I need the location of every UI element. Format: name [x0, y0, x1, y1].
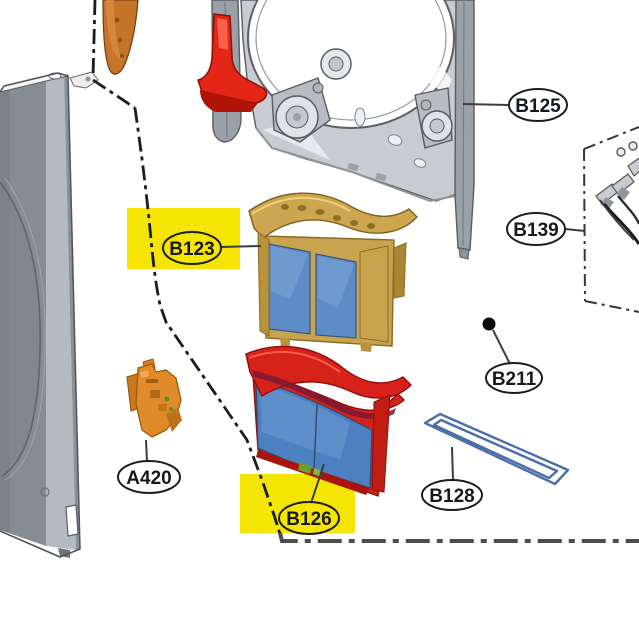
callout-a420[interactable]: A420	[117, 439, 181, 494]
part-label-a420[interactable]: A420	[126, 468, 171, 489]
callout-b139[interactable]: B139	[506, 212, 586, 246]
gold-duct-drawing	[248, 192, 418, 352]
orange-strip-drawing	[102, 0, 139, 75]
part-label-b123[interactable]: B123	[169, 239, 214, 260]
part-label-b211[interactable]: B211	[492, 369, 537, 390]
red-bracket-drawing	[197, 13, 268, 112]
callout-b128[interactable]: B128	[421, 446, 483, 511]
callout-b125[interactable]: B125	[462, 88, 568, 122]
latch-part-drawing	[126, 358, 182, 438]
callout-b123[interactable]: B123	[162, 231, 262, 265]
part-label-b126[interactable]: B126	[286, 509, 331, 530]
front-frame-drawing	[197, 0, 475, 260]
part-label-b125[interactable]: B125	[515, 96, 561, 117]
red-duct-drawing	[245, 345, 412, 497]
part-label-b128[interactable]: B128	[429, 486, 474, 507]
side-panel-drawing	[0, 71, 99, 558]
screw-drawing	[482, 317, 496, 331]
balloon-b211[interactable]	[485, 362, 543, 394]
gasket-drawing	[423, 412, 570, 486]
highlight-b123	[127, 208, 240, 269]
assembly-centerline	[91, 0, 639, 543]
balloon-b139[interactable]	[506, 212, 566, 246]
balloon-b126[interactable]	[278, 501, 340, 535]
balloon-b125[interactable]	[508, 88, 568, 122]
part-label-b139[interactable]: B139	[513, 220, 558, 241]
balloon-b128[interactable]	[421, 479, 483, 511]
callout-b211[interactable]: B211	[485, 329, 543, 394]
balloon-b123[interactable]	[162, 231, 222, 265]
callout-b126[interactable]: B126	[278, 463, 340, 535]
balloon-a420[interactable]	[117, 460, 181, 494]
wire-harness-drawing	[583, 126, 639, 313]
